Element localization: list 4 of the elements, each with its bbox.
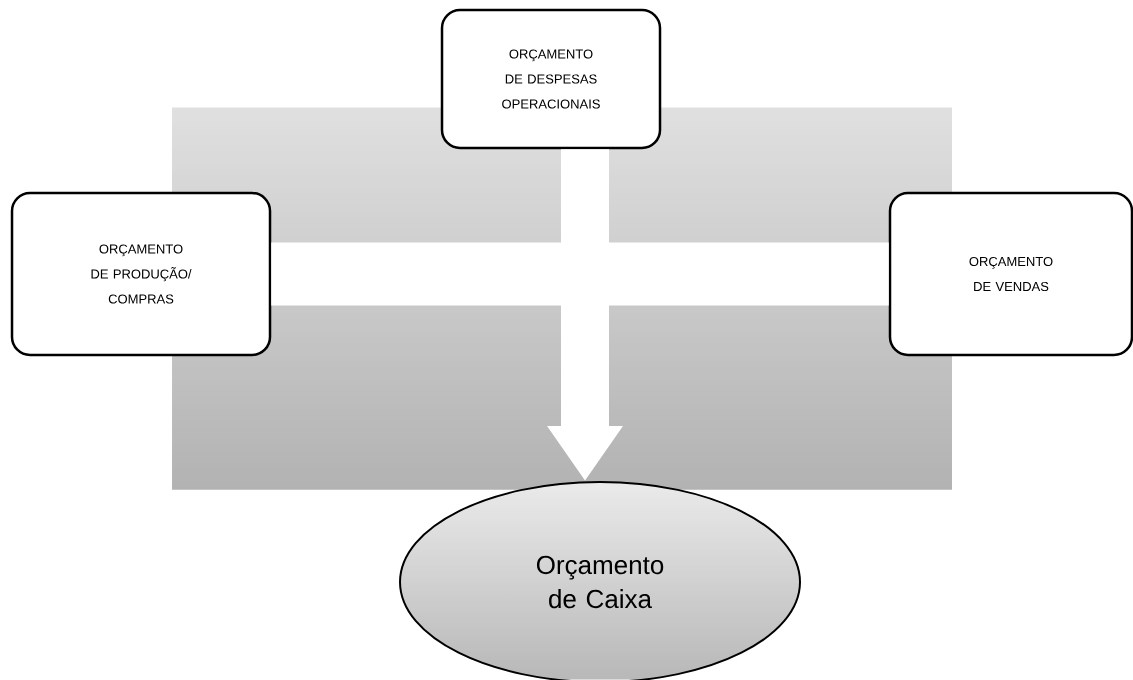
rounded-box: ORÇAMENTO DE VENDAS [888,191,1133,357]
rounded-box: ORÇAMENTO DE PRODUÇÃO/ COMPRAS [10,191,272,357]
rounded-box: ORÇAMENTO DE DESPESAS OPERACIONAIS [440,8,662,150]
band [271,242,889,306]
